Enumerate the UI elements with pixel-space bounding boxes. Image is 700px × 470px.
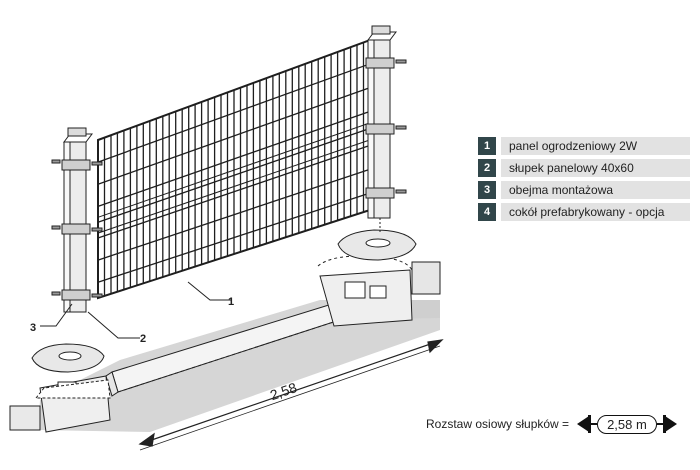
right-base-cap bbox=[337, 229, 417, 261]
arrow-left-icon bbox=[577, 416, 590, 432]
arrow-right-icon bbox=[664, 416, 677, 432]
legend-item: 1 panel ogrodzeniowy 2W bbox=[478, 137, 690, 155]
left-base-block bbox=[9, 375, 111, 433]
callout-panel: 1 bbox=[228, 296, 234, 308]
mesh-horizontal-wire bbox=[97, 209, 371, 299]
mesh-horizontal-wire bbox=[97, 110, 371, 208]
post-spacing-value: 2,58 m bbox=[597, 414, 657, 434]
dimension-line-icon bbox=[591, 423, 598, 425]
mesh-horizontal-wire bbox=[97, 86, 371, 185]
right-bolts bbox=[395, 59, 407, 194]
mesh-bend-ridge bbox=[97, 122, 371, 218]
legend-label: obejma montażowa bbox=[501, 181, 690, 199]
left-bolts bbox=[51, 159, 103, 298]
callout-clamp: 3 bbox=[30, 322, 36, 334]
mesh-horizontal-wire bbox=[97, 127, 371, 223]
mesh-horizontal-wire bbox=[97, 63, 371, 163]
mesh-bend-ridge bbox=[97, 139, 371, 234]
mesh-horizontal-wire bbox=[97, 192, 371, 283]
legend-item: 4 cokół prefabrykowany - opcja bbox=[478, 203, 690, 221]
left-post bbox=[63, 127, 93, 313]
legend-number: 2 bbox=[478, 159, 496, 177]
mesh-horizontal-wire bbox=[97, 39, 371, 141]
mesh-panel bbox=[97, 38, 371, 300]
dimension-line-icon bbox=[656, 423, 663, 425]
mesh-horizontal-wire bbox=[97, 144, 371, 239]
legend-label: panel ogrodzeniowy 2W bbox=[501, 137, 690, 155]
legend-number: 3 bbox=[478, 181, 496, 199]
legend: 1 panel ogrodzeniowy 2W 2 słupek panelow… bbox=[478, 137, 690, 225]
legend-label: słupek panelowy 40x60 bbox=[501, 159, 690, 177]
legend-number: 1 bbox=[478, 137, 496, 155]
post-spacing: Rozstaw osiowy słupków = 2,58 m bbox=[426, 412, 677, 436]
right-clamps bbox=[365, 57, 395, 199]
legend-item: 2 słupek panelowy 40x60 bbox=[478, 159, 690, 177]
dimension-tick-icon bbox=[662, 415, 666, 433]
right-base-block bbox=[317, 255, 441, 327]
ground-shadow bbox=[38, 300, 440, 432]
mesh-horizontal-wire bbox=[97, 168, 371, 261]
dimension-line bbox=[138, 339, 444, 451]
left-clamps bbox=[61, 159, 91, 301]
callout-post: 2 bbox=[140, 333, 146, 345]
dimension-tick-icon bbox=[588, 415, 592, 433]
legend-number: 4 bbox=[478, 203, 496, 221]
legend-label: cokół prefabrykowany - opcja bbox=[501, 203, 690, 221]
left-base-cap bbox=[31, 343, 105, 373]
callout-leaders bbox=[40, 281, 232, 339]
post-spacing-label: Rozstaw osiowy słupków = bbox=[426, 417, 570, 431]
legend-item: 3 obejma montażowa bbox=[478, 181, 690, 199]
